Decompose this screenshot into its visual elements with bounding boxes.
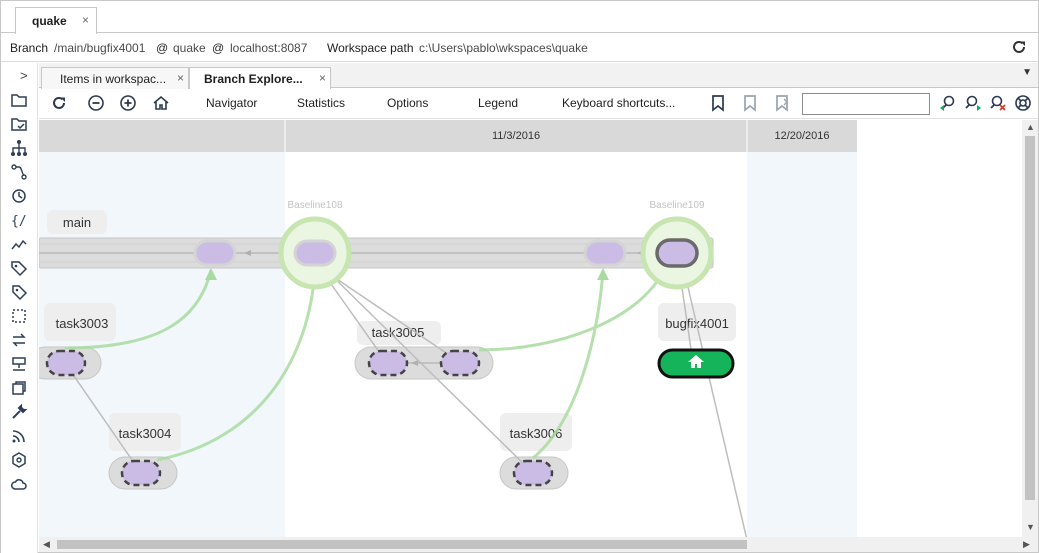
home-icon [688, 355, 704, 368]
search-prev-icon[interactable] [939, 94, 957, 112]
wrench-icon[interactable] [10, 403, 28, 421]
refresh-icon[interactable] [1010, 38, 1028, 56]
tab-items-in-workspace[interactable]: Items in workspac... × [41, 67, 189, 89]
branch-diagram: 11/3/2016 12/20/2016 Baseline108 Baselin… [39, 120, 1022, 537]
view-tab-bar: Items in workspac... × Branch Explore...… [39, 63, 1038, 89]
statistics-menu[interactable]: Statistics [297, 96, 346, 110]
merge-links [64, 269, 666, 462]
server-value: localhost:8087 [230, 41, 308, 55]
baseline-label: Baseline109 [649, 200, 704, 211]
at-separator: @ [212, 41, 225, 55]
branch-explorer-toolbar: Navigator Statistics Options Legend Keyb… [39, 89, 1038, 119]
hierarchy-icon[interactable] [10, 139, 28, 157]
timeline-band [857, 120, 1022, 537]
close-icon[interactable]: × [318, 71, 326, 85]
changeset[interactable] [512, 459, 554, 487]
branch-label-task3006[interactable]: task3006 [510, 426, 563, 441]
date-header-cell [285, 120, 747, 152]
sync-arrows-icon[interactable] [10, 331, 28, 349]
close-icon[interactable]: × [176, 71, 184, 85]
vertical-scrollbar[interactable]: ▲ ▼ [1022, 120, 1038, 537]
sidebar-expand-icon[interactable]: > [20, 68, 28, 83]
plugin-hexagon-icon[interactable] [10, 451, 28, 469]
branch-label-box [109, 413, 181, 451]
workspace-tab-label: quake [32, 14, 67, 28]
server-icon[interactable] [10, 355, 28, 373]
repository-value: quake [173, 41, 206, 55]
home-icon[interactable] [152, 94, 170, 112]
changeset[interactable] [367, 349, 409, 377]
branch-label-task3003[interactable]: task3003 [56, 316, 109, 331]
vertical-scroll-thumb[interactable] [1025, 136, 1035, 500]
workspace-info-bar: Branch /main/bugfix4001 @ quake @ localh… [1, 34, 1038, 62]
shelve-icon[interactable] [10, 307, 28, 325]
scroll-left-icon[interactable]: ◀ [43, 539, 50, 549]
changeset[interactable] [583, 239, 627, 267]
scroll-down-icon[interactable]: ▼ [1026, 522, 1035, 532]
horizontal-scrollbar[interactable]: ◀ ▶ [39, 537, 1038, 552]
changeset-head[interactable] [655, 238, 699, 268]
cloud-icon[interactable] [10, 475, 28, 493]
bookmark-icon[interactable] [709, 94, 727, 112]
at-separator: @ [156, 41, 169, 55]
changeset[interactable] [45, 349, 87, 377]
close-icon[interactable]: × [81, 13, 89, 27]
code-braces-icon[interactable]: {/} [10, 211, 28, 229]
legend-menu[interactable]: Legend [478, 96, 519, 110]
timeline-band [747, 120, 857, 537]
chart-line-icon[interactable] [10, 235, 28, 253]
workspace-path-value: c:\Users\pablo\wkspaces\quake [419, 41, 588, 55]
options-menu[interactable]: Options [387, 96, 429, 110]
horizontal-scroll-thumb[interactable] [57, 540, 747, 549]
sidebar: > {/} [1, 63, 38, 553]
date-label: 12/20/2016 [774, 130, 829, 142]
date-label: 11/3/2016 [492, 130, 540, 142]
windows-stack-icon[interactable] [10, 379, 28, 397]
zoom-out-icon[interactable] [87, 94, 105, 112]
label-icon[interactable] [10, 259, 28, 277]
rss-feed-icon[interactable] [10, 427, 28, 445]
changeset[interactable] [120, 459, 162, 487]
lifebuoy-icon[interactable] [1014, 94, 1032, 112]
tab-list-dropdown-icon[interactable]: ▼ [1022, 67, 1032, 78]
tab-branch-explorer[interactable]: Branch Explore... × [189, 67, 331, 89]
scroll-right-icon[interactable]: ▶ [1023, 539, 1030, 549]
branch-explorer-canvas[interactable]: 11/3/2016 12/20/2016 Baseline108 Baselin… [39, 120, 1022, 537]
tag-icon[interactable] [10, 283, 28, 301]
zoom-in-icon[interactable] [119, 94, 137, 112]
branch-label-box [500, 413, 572, 451]
search-input[interactable] [802, 93, 930, 115]
folder-check-icon[interactable] [10, 115, 28, 133]
search-clear-icon[interactable] [989, 94, 1007, 112]
branch-value: /main/bugfix4001 [54, 41, 146, 55]
branch-label-task3004[interactable]: task3004 [119, 426, 172, 441]
branch-label-box [44, 303, 116, 341]
tab-label: Items in workspac... [60, 72, 167, 86]
bookmark-next-icon[interactable] [773, 94, 791, 112]
workspace-tab-quake[interactable]: quake × [15, 7, 97, 34]
refresh-icon[interactable] [50, 94, 68, 112]
scroll-up-icon[interactable]: ▲ [1026, 122, 1035, 132]
changeset[interactable] [439, 349, 481, 377]
navigator-menu[interactable]: Navigator [206, 96, 258, 110]
workspace-tab-bar: quake × [1, 1, 1038, 34]
bookmark-prev-icon[interactable] [741, 94, 759, 112]
branch-label-main[interactable]: main [63, 215, 91, 230]
folder-icon[interactable] [10, 91, 28, 109]
history-icon[interactable] [10, 187, 28, 205]
search-next-icon[interactable] [964, 94, 982, 112]
changeset[interactable] [293, 239, 337, 267]
keyboard-shortcuts-menu[interactable]: Keyboard shortcuts... [562, 96, 676, 110]
branch-label: Branch [10, 41, 49, 55]
changeset[interactable] [193, 239, 237, 267]
branch-label-box [658, 303, 736, 341]
tab-label: Branch Explore... [204, 72, 303, 86]
workspace-path-label: Workspace path [327, 41, 414, 55]
branch-label-box [47, 210, 107, 234]
svg-text:{/}: {/} [11, 214, 28, 229]
branch-label-box [357, 321, 441, 345]
branch-icon[interactable] [10, 163, 28, 181]
baseline-label: Baseline108 [287, 200, 342, 211]
